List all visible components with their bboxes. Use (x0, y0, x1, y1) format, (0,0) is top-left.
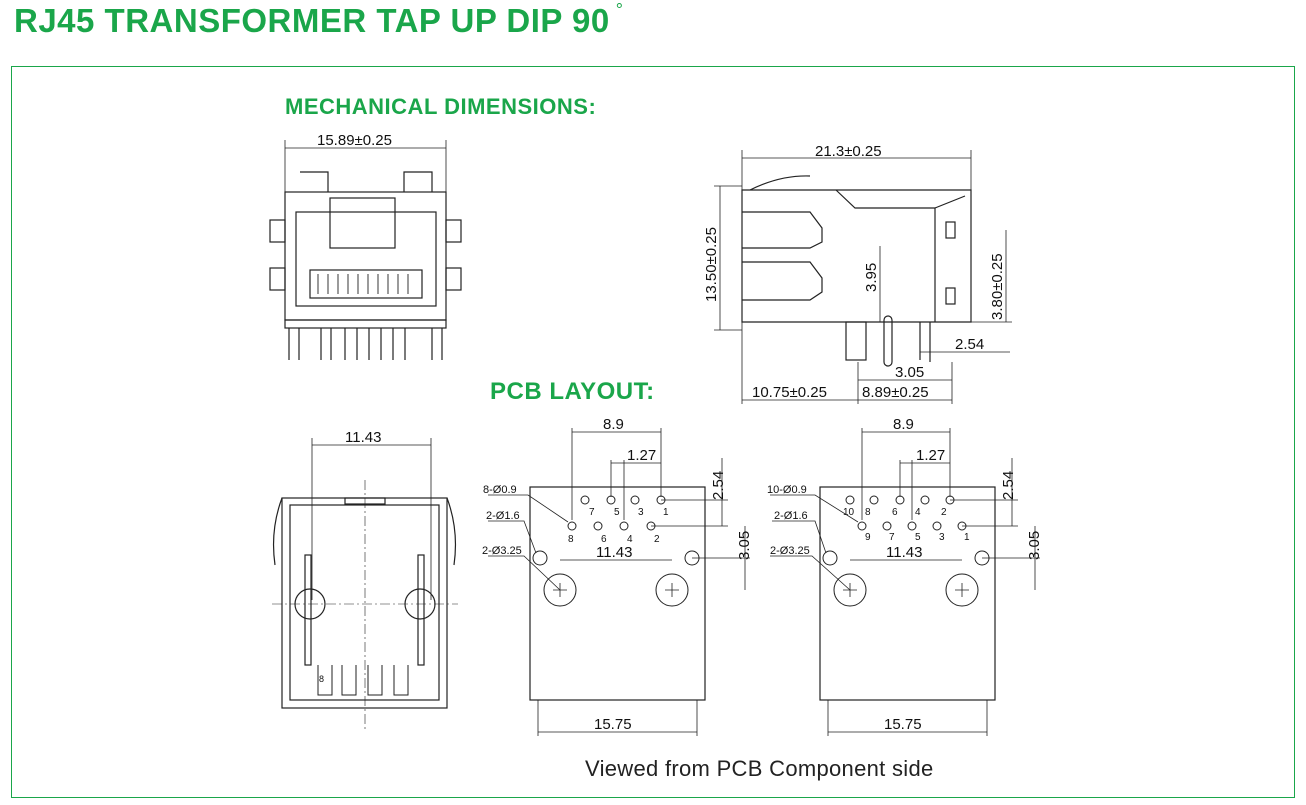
front-width-label: 15.89±0.25 (317, 132, 392, 149)
pcb10-pin-2: 2 (941, 507, 947, 518)
pcb10-pin-6: 6 (892, 507, 898, 518)
bottom-span-label: 11.43 (345, 429, 381, 446)
side-view: 21.3±0.25 13.50±0.25 3.95 3.80±0.25 2.54… (703, 143, 1012, 404)
pcb8-pin-1: 1 (663, 507, 669, 518)
drawing-frame (11, 66, 1295, 798)
side-pitch-label: 2.54 (955, 336, 984, 353)
pcb10-pin-4: 4 (915, 507, 921, 518)
pcb10-pin-holes-note: 10-Ø0.9 (767, 484, 807, 496)
mechanical-dimensions-heading: MECHANICAL DIMENSIONS: (285, 94, 597, 119)
pcb-layout-heading: PCB LAYOUT: (490, 378, 655, 405)
pcb10-pin-7: 7 (889, 532, 895, 543)
degree-sign: ° (615, 0, 624, 20)
pcb8-outline-label: 15.75 (594, 716, 632, 733)
pcb10-mount-label: 11.43 (886, 544, 922, 561)
pcb10-row-label: 2.54 (1000, 471, 1017, 500)
pcb10-mount-holes-note: 2-Ø3.25 (770, 545, 810, 557)
pcb10-outline-label: 15.75 (884, 716, 922, 733)
side-length-label: 21.3±0.25 (815, 143, 882, 160)
pcb10-led-holes-note: 2-Ø1.6 (774, 510, 808, 522)
side-pin-label: 3.05 (895, 364, 924, 381)
pcb10-pin-10: 10 (843, 507, 855, 518)
pcb10-width-label: 8.9 (893, 416, 914, 433)
pcb8-pin-4: 4 (627, 534, 633, 545)
side-rear-length-label: 8.89±0.25 (862, 384, 929, 401)
pcb10-pin-1: 1 (964, 532, 970, 543)
pcb10-pin-9: 9 (865, 532, 871, 543)
view-caption: Viewed from PCB Component side (585, 756, 934, 781)
side-front-length-label: 10.75±0.25 (752, 384, 827, 401)
pcb8-width-label: 8.9 (603, 416, 624, 433)
side-height-label: 13.50±0.25 (703, 227, 720, 302)
pcb10-pitch-label: 1.27 (916, 447, 945, 464)
pcb8-pin-6: 6 (601, 534, 607, 545)
pcb8-mount-label: 11.43 (596, 544, 632, 561)
pcb8-pin-3: 3 (638, 507, 644, 518)
pcb-layout-10pin: 8.9 1.27 2.54 3.05 11.43 15.75 10 8 6 (767, 416, 1043, 736)
pcb10-pin-5: 5 (915, 532, 921, 543)
side-mid-label: 3.95 (863, 263, 880, 292)
pcb8-pin-5: 5 (614, 507, 620, 518)
pcb8-pitch-label: 1.27 (627, 447, 656, 464)
bottom-view: 11.43 8 (272, 429, 458, 730)
pcb8-pin-8: 8 (568, 534, 574, 545)
pcb8-pin-2: 2 (654, 534, 660, 545)
pcb10-pin-8: 8 (865, 507, 871, 518)
pcb8-row-label: 2.54 (710, 471, 727, 500)
pcb8-pin-holes-note: 8-Ø0.9 (483, 484, 517, 496)
pcb8-led-holes-note: 2-Ø1.6 (486, 510, 520, 522)
pcb8-offset-label: 3.05 (736, 531, 753, 560)
bottom-pin-8-label: 8 (319, 674, 324, 684)
pcb-layout-8pin: 8.9 1.27 2.54 3.05 11.43 15.75 7 5 3 (482, 416, 753, 736)
front-view: 15.89±0.25 (269, 132, 462, 360)
pcb10-pin-3: 3 (939, 532, 945, 543)
side-right-height-label: 3.80±0.25 (989, 253, 1006, 320)
pcb8-pin-7: 7 (589, 507, 595, 518)
pcb10-offset-label: 3.05 (1026, 531, 1043, 560)
pcb8-mount-holes-note: 2-Ø3.25 (482, 545, 522, 557)
page-title: RJ45 TRANSFORMER TAP UP DIP 90° (14, 0, 624, 39)
